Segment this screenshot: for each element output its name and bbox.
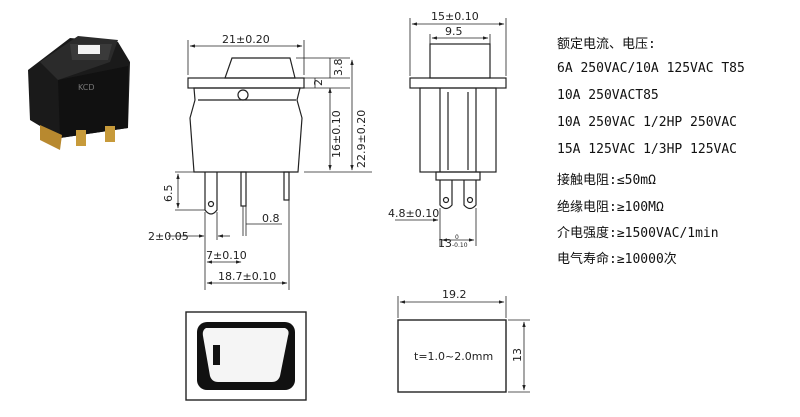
panel-cutout xyxy=(397,296,530,393)
dim-pin-6-5: 6.5 xyxy=(162,185,175,203)
spec-line: 6A 250VAC/10A 125VAC T85 xyxy=(557,61,745,76)
dim-pin-0-8: 0.8 xyxy=(262,212,280,225)
spec-line: 10A 250VACT85 xyxy=(557,88,659,103)
dim-side-13-tol-lower: -0.10 xyxy=(452,242,468,249)
dim-panel-19-2: 19.2 xyxy=(442,288,467,301)
side-dimensions xyxy=(395,18,507,246)
dim-pin-2: 2±0.05 xyxy=(148,230,189,243)
spec-dielectric-strength: 介电强度:≥1500VAC/1min xyxy=(557,226,719,241)
spec-line: 10A 250VAC 1/2HP 250VAC xyxy=(557,115,738,130)
front-dimensions xyxy=(168,40,372,290)
svg-text:KCD: KCD xyxy=(78,83,95,92)
dim-side-13: 13 xyxy=(438,237,452,250)
switch-photo: KCD xyxy=(28,36,130,150)
spec-electrical-life: 电气寿命:≥10000次 xyxy=(557,252,677,267)
panel-thickness-label: t=1.0~2.0mm xyxy=(414,350,493,363)
side-view xyxy=(409,43,507,210)
dim-height-16: 16±0.10 xyxy=(330,110,343,158)
dim-side-4-8: 4.8±0.10 xyxy=(388,207,439,220)
dim-pin-7: 7±0.10 xyxy=(206,249,247,262)
panel-front-view xyxy=(185,311,307,401)
dim-top-3-8: 3.8 xyxy=(332,59,345,77)
dim-side-15: 15±0.10 xyxy=(431,10,479,23)
dim-base-18-7: 18.7±0.10 xyxy=(218,270,276,283)
spec-insulation-resistance: 绝缘电阻:≥100MΩ xyxy=(557,200,664,215)
dim-height-22-9: 22.9±0.20 xyxy=(355,110,368,168)
front-view xyxy=(187,57,305,215)
dim-side-13-tol-upper: 0 xyxy=(455,234,459,241)
spec-contact-resistance: 接触电阻:≤50mΩ xyxy=(557,173,656,188)
dim-side-9-5: 9.5 xyxy=(445,25,463,38)
dim-top-2: 2 xyxy=(312,79,325,86)
dim-panel-13: 13 xyxy=(511,348,524,362)
spec-title: 额定电流、电压: xyxy=(557,37,656,52)
dim-front-width: 21±0.20 xyxy=(222,33,270,46)
spec-line: 15A 125VAC 1/3HP 125VAC xyxy=(557,142,738,157)
